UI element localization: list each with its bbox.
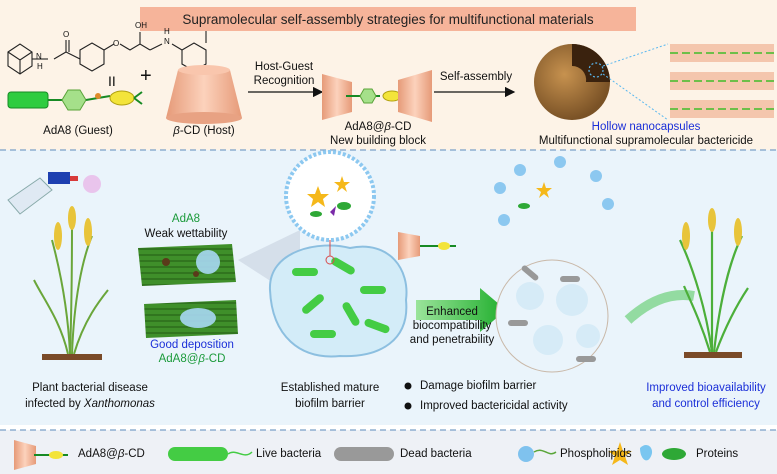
disrupted-nanocapsule-icon [494, 156, 614, 226]
arrow1-label-line1: Host-Guest [254, 61, 314, 73]
legend-phospholipid-icon [518, 446, 557, 462]
legend-label-live-bacteria: Live bacteria [256, 448, 322, 460]
hollow-nanocapsule-icon [534, 43, 669, 121]
building-block-label-line1: AdA8@β-CD [344, 121, 412, 133]
improved-label-line1: Improved bioavailability [646, 382, 766, 394]
arrow2-label: Self-assembly [439, 71, 513, 83]
capsule-label-line2: Multifunctional supramolecular bacterici… [538, 135, 754, 147]
ada8-cd-label: AdA8@β-CD [158, 353, 226, 365]
disease-label-line1: Plant bacterial disease [32, 382, 148, 394]
equals-sign: II [108, 73, 116, 89]
guest-molecule-icon [7, 89, 143, 111]
adamantane-icon [7, 43, 33, 75]
enhanced-label-line3: and penetrability [409, 334, 495, 346]
disease-label-line2: infected by Xanthomonas [25, 398, 155, 410]
ada8-label: AdA8 [171, 213, 201, 225]
mol-atom-h-amine: H [164, 27, 170, 36]
beta-cd-host-icon [166, 65, 242, 124]
building-block-icon [322, 70, 432, 122]
small-building-block-icon [398, 232, 456, 260]
bullet-improved-activity: Improved bactericidal activity [420, 400, 568, 412]
amide-benzene-chain [32, 18, 217, 72]
rice-plant-diseased-icon [33, 206, 109, 360]
rice-plant-healthy-icon [679, 208, 749, 358]
arrow1-label-line2: Recognition [253, 75, 315, 87]
legend-label-proteins: Proteins [696, 448, 739, 460]
building-block-label-line2: New building block [330, 135, 426, 147]
mol-atom-o-ether: O [113, 39, 120, 48]
big-green-arrow [416, 288, 506, 332]
host-label: β-CD (Host) [173, 125, 235, 137]
legend-dead-bacteria-icon [334, 447, 394, 461]
mol-atom-h-amide: H [37, 62, 43, 71]
weak-wettability-label: Weak wettability [144, 228, 228, 240]
mol-atom-oh: OH [135, 21, 147, 30]
legend-protein-icons [608, 442, 686, 465]
bullet-damage-biofilm: Damage biofilm barrier [420, 380, 537, 392]
leaf-good-deposition-icon [144, 300, 238, 338]
mol-atom-n-amide: N [36, 52, 42, 61]
legend-label-phospholipids: Phospholipids [560, 448, 632, 460]
mol-atom-o-carbonyl: O [63, 30, 70, 39]
spray-bottle-icon [7, 172, 101, 215]
leaf-weak-wettability-icon [138, 244, 236, 286]
enhanced-label-line1: Enhanced [426, 306, 478, 318]
biofilm-label-line2: biofilm barrier [295, 398, 365, 410]
biofilm-icon [268, 244, 408, 358]
plus-sign: + [140, 65, 152, 87]
nanocapsule-zoom-icon [284, 150, 376, 265]
legend-label-building-block: AdA8@β-CD [78, 448, 145, 460]
legend-building-block-icon [14, 440, 68, 470]
legend-live-bacteria-icon [168, 447, 253, 461]
figure-title: Supramolecular self-assembly strategies … [140, 7, 636, 31]
mol-atom-n-amine: N [164, 37, 170, 46]
destroyed-biofilm-icon [495, 259, 609, 373]
good-deposition-label: Good deposition [150, 339, 234, 351]
bullet-dot-1 [404, 382, 412, 390]
legend-label-dead-bacteria: Dead bacteria [400, 448, 472, 460]
capsule-wall-zoom-icon [670, 44, 774, 118]
guest-label: AdA8 (Guest) [43, 125, 113, 137]
enhanced-label-line2: biocompatibility [412, 320, 492, 332]
improved-label-line2: and control efficiency [652, 398, 760, 410]
biofilm-label-line1: Established mature [280, 382, 380, 394]
bullet-dot-2 [404, 402, 412, 410]
capsule-label-line1: Hollow nanocapsules [591, 121, 701, 133]
